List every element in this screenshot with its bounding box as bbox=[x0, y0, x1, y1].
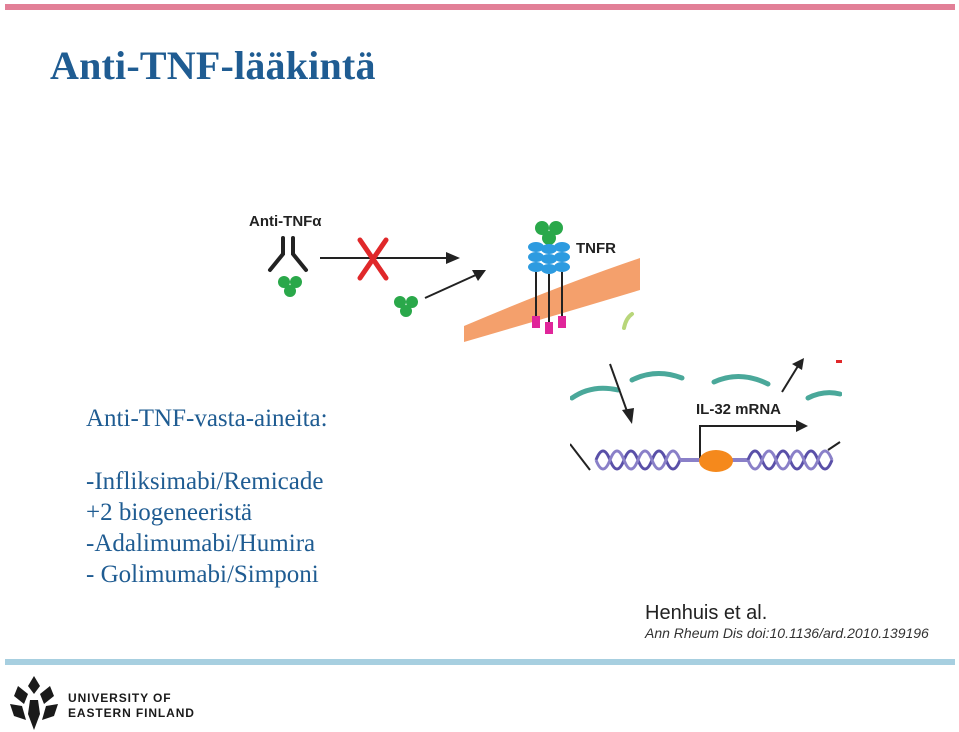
tnfr-label: TNFR bbox=[576, 240, 616, 257]
uef-logo-icon bbox=[10, 676, 58, 730]
green-arc-arrows bbox=[572, 373, 840, 398]
slide-title: Anti-TNF-lääkintä bbox=[50, 42, 376, 89]
tnf-molecule-free bbox=[394, 296, 418, 317]
anti-tnf-mechanism-figure: Anti-TNFα TNFR bbox=[240, 190, 640, 342]
il32-transcription-figure: IL-32 mRNA bbox=[570, 358, 842, 478]
list-item-infliximab: -Infliksimabi/Remicade bbox=[86, 466, 406, 497]
university-name: UNIVERSITY OF EASTERN FINLAND bbox=[68, 691, 195, 721]
binding-arrow bbox=[425, 274, 478, 298]
transcription-factor bbox=[699, 450, 733, 472]
list-item-biosimilars: +2 biogeneeristä bbox=[86, 497, 406, 528]
antibody-icon bbox=[270, 238, 306, 270]
anti-tnf-label: Anti-TNFα bbox=[249, 213, 322, 230]
bottom-accent-bar bbox=[5, 659, 955, 665]
list-item-golimumab: - Golimumabi/Simponi bbox=[86, 559, 406, 590]
citation-authors: Henhuis et al. bbox=[645, 601, 945, 625]
drug-list: Anti-TNF-vasta-aineita: -Infliksimabi/Re… bbox=[86, 403, 406, 590]
up-arrow bbox=[782, 366, 798, 392]
spacer bbox=[86, 434, 406, 466]
dna-helix-right bbox=[748, 451, 832, 469]
left-slash bbox=[570, 444, 590, 470]
up-arrow-head bbox=[792, 358, 804, 370]
figure-citation: Henhuis et al. Ann Rheum Dis doi:10.1136… bbox=[645, 601, 945, 641]
red-mark bbox=[836, 360, 842, 363]
university-name-line2: EASTERN FINLAND bbox=[68, 706, 195, 721]
list-heading: Anti-TNF-vasta-aineita: bbox=[86, 403, 406, 434]
il32-mrna-label: IL-32 mRNA bbox=[696, 401, 781, 418]
signal-arc bbox=[624, 314, 632, 328]
blocked-arrow-head bbox=[446, 252, 460, 264]
tnf-molecule-left bbox=[278, 276, 302, 297]
top-accent-bar bbox=[5, 4, 955, 10]
right-slash bbox=[828, 442, 840, 450]
tnf-trimer-bound bbox=[535, 221, 563, 245]
university-name-line1: UNIVERSITY OF bbox=[68, 691, 195, 706]
down-arrow-head bbox=[622, 408, 634, 424]
transcription-arrow-head bbox=[796, 420, 808, 432]
dna-helix-left bbox=[596, 451, 680, 469]
citation-journal: Ann Rheum Dis doi:10.1136/ard.2010.13919… bbox=[645, 625, 945, 641]
list-item-adalimumab: -Adalimumabi/Humira bbox=[86, 528, 406, 559]
